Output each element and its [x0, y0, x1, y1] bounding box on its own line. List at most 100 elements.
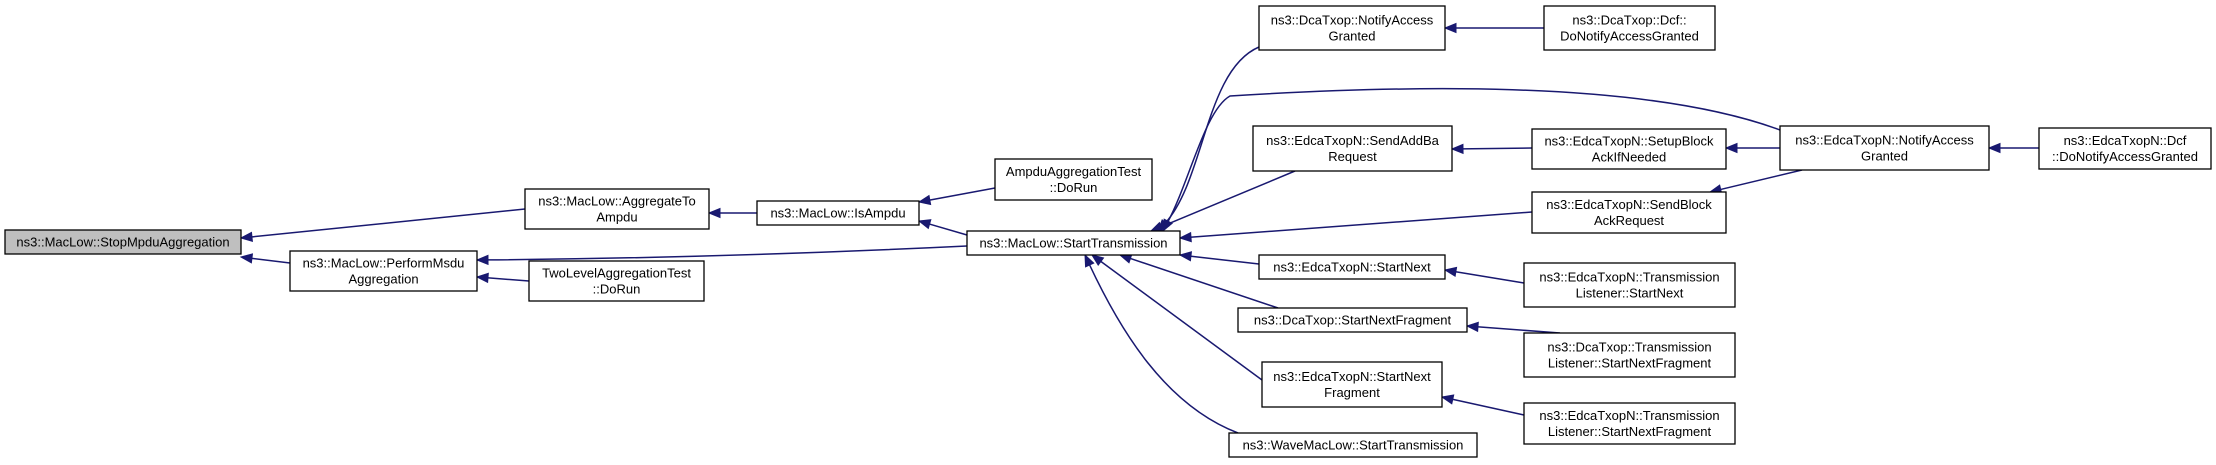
node-label-line: Fragment	[1324, 385, 1380, 400]
edge-wave_start_transmission-to-start_transmission	[1084, 253, 1239, 434]
arrowhead-icon	[917, 194, 932, 206]
node-dca-dcf-notify[interactable]: ns3::DcaTxop::Dcf::DoNotifyAccessGranted	[1543, 5, 1716, 51]
node-start-transmission[interactable]: ns3::MacLow::StartTransmission	[966, 230, 1181, 256]
edge-line	[1189, 255, 1260, 265]
edge-edca_start_next_frag-to-start_transmission	[1090, 254, 1263, 381]
node-label-line: ns3::EdcaTxopN::NotifyAccess	[1795, 133, 1974, 148]
node-box	[756, 200, 920, 226]
node-edca-notify[interactable]: ns3::EdcaTxopN::NotifyAccessGranted	[1779, 125, 1990, 171]
node-label-line: ns3::EdcaTxopN::StartNext	[1273, 260, 1431, 275]
arrowhead-icon	[1987, 142, 2001, 154]
arrowhead-icon	[1440, 394, 1455, 405]
edge-aggregate_to_ampdu-to-stop_mpdu	[239, 208, 526, 243]
edge-line	[928, 187, 996, 201]
edge-edca_dcf_notify-to-edca_notify	[1987, 142, 2039, 154]
node-edca-tl-start-next[interactable]: ns3::EdcaTxopN::TransmissionListener::St…	[1523, 262, 1736, 308]
node-box	[1523, 332, 1736, 378]
node-label-line: Ampdu	[596, 210, 637, 225]
node-dca-notify[interactable]: ns3::DcaTxop::NotifyAccessGranted	[1258, 5, 1446, 51]
edges-layer	[239, 22, 2039, 434]
edge-edca_tl_start_next-to-edca_start_next	[1443, 266, 1525, 284]
edge-edca_setup_block-to-edca_send_addba	[1450, 143, 1533, 155]
node-label-line: Listener::StartNext	[1576, 286, 1684, 301]
node-box	[1258, 254, 1446, 280]
edge-line	[1167, 87, 1781, 223]
node-label-line: ::DoRun	[593, 282, 641, 297]
node-box	[1543, 5, 1716, 51]
node-label-line: ns3::EdcaTxopN::SendAddBa	[1266, 133, 1439, 148]
edge-line	[1099, 260, 1263, 381]
edge-two_level_test-to-perform_msdu	[475, 272, 530, 284]
node-box	[1228, 432, 1478, 458]
node-label-line: ns3::EdcaTxopN::StartNext	[1273, 369, 1431, 384]
node-dca-start-next-frag[interactable]: ns3::DcaTxop::StartNextFragment	[1237, 307, 1468, 333]
node-label-line: Granted	[1329, 29, 1376, 44]
node-box	[1261, 361, 1443, 408]
arrowhead-icon	[917, 219, 932, 230]
edge-line	[1189, 211, 1533, 239]
edge-line	[486, 277, 530, 282]
edge-dca_notify-to-start_transmission	[1157, 46, 1260, 232]
node-edca-dcf-notify[interactable]: ns3::EdcaTxopN::Dcf::DoNotifyAccessGrant…	[2038, 127, 2212, 170]
edge-line	[1159, 170, 1296, 228]
node-box	[1523, 402, 1736, 445]
edge-line	[1476, 326, 1561, 334]
node-label-line: ns3::EdcaTxopN::SetupBlock	[1544, 134, 1714, 149]
node-label-line: ns3::WaveMacLow::StartTransmission	[1243, 438, 1464, 453]
node-label-line: ns3::DcaTxop::StartNextFragment	[1254, 313, 1452, 328]
edge-edca_notify-to-edca_setup_block	[1724, 142, 1780, 154]
edge-ampdu_test-to-is_ampdu	[917, 187, 996, 206]
edge-line	[1129, 257, 1279, 309]
edge-edca_send_addba-to-start_transmission	[1149, 170, 1296, 232]
node-label-line: ns3::MacLow::StartTransmission	[979, 236, 1167, 251]
edge-line	[1454, 270, 1525, 284]
node-box	[289, 250, 478, 292]
arrowhead-icon	[1178, 251, 1193, 262]
node-box	[524, 188, 710, 230]
edge-start_transmission-to-is_ampdu	[917, 219, 968, 236]
node-dca-tl-start-next-frag[interactable]: ns3::DcaTxop::TransmissionListener::Star…	[1523, 332, 1736, 378]
node-edca-start-next[interactable]: ns3::EdcaTxopN::StartNext	[1258, 254, 1446, 280]
edge-start_transmission-to-perform_msdu	[475, 245, 968, 266]
node-edca-start-next-frag[interactable]: ns3::EdcaTxopN::StartNextFragment	[1261, 361, 1443, 408]
edge-is_ampdu-to-aggregate_to_ampdu	[707, 207, 757, 219]
edge-line	[250, 208, 526, 238]
edge-perform_msdu-to-stop_mpdu	[239, 253, 291, 264]
node-stop-mpdu[interactable]: ns3::MacLow::StopMpduAggregation	[4, 229, 242, 255]
node-label-line: ::DoNotifyAccessGranted	[2052, 149, 2198, 164]
arrowhead-icon	[1465, 321, 1479, 333]
node-box	[1531, 191, 1727, 234]
arrowhead-icon	[1084, 253, 1095, 268]
node-label-line: ns3::MacLow::AggregateTo	[538, 194, 696, 209]
edge-line	[1088, 263, 1239, 434]
node-box	[966, 230, 1181, 256]
node-box	[1779, 125, 1990, 171]
node-label-line: ns3::EdcaTxopN::Transmission	[1539, 408, 1719, 423]
node-box	[1523, 262, 1736, 308]
node-box	[4, 229, 242, 255]
node-label-line: Request	[1328, 149, 1377, 164]
node-is-ampdu[interactable]: ns3::MacLow::IsAmpdu	[756, 200, 920, 226]
node-ampdu-test[interactable]: AmpduAggregationTest::DoRun	[994, 158, 1153, 201]
arrowhead-icon	[1090, 254, 1105, 267]
node-label-line: Listener::StartNextFragment	[1548, 424, 1712, 439]
node-wave-start-transmission[interactable]: ns3::WaveMacLow::StartTransmission	[1228, 432, 1478, 458]
node-two-level-test[interactable]: TwoLevelAggregationTest::DoRun	[528, 260, 705, 302]
edge-edca_start_next-to-start_transmission	[1178, 251, 1260, 265]
edge-dca_start_next_frag-to-start_transmission	[1118, 253, 1279, 309]
node-label-line: AckRequest	[1594, 213, 1664, 228]
node-label-line: ::DoRun	[1050, 180, 1098, 195]
node-edca-tl-start-next-frag[interactable]: ns3::EdcaTxopN::TransmissionListener::St…	[1523, 402, 1736, 445]
node-box	[1252, 125, 1453, 172]
arrowhead-icon	[475, 254, 489, 266]
arrowhead-icon	[1450, 143, 1464, 155]
node-label-line: AmpduAggregationTest	[1006, 164, 1142, 179]
node-label-line: DoNotifyAccessGranted	[1560, 29, 1699, 44]
arrowhead-icon	[1443, 22, 1457, 34]
